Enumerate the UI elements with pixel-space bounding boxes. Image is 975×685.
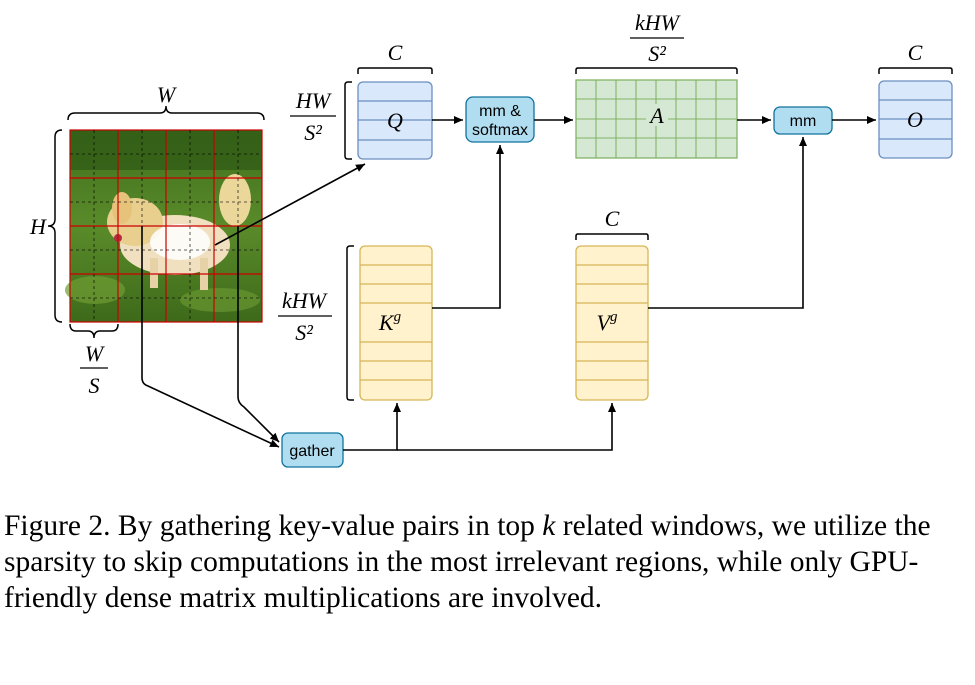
o-matrix: O: [878, 80, 953, 159]
arrows: [141, 116, 876, 451]
gather-op: gather: [281, 432, 344, 468]
mm-op: mm: [773, 106, 833, 135]
o-label: O: [907, 107, 923, 132]
a-cols-num: kHW: [635, 10, 681, 35]
window-brace: [69, 323, 119, 339]
caption-text-before-k: By gathering key-value pairs in top: [117, 510, 535, 542]
caption-text-after-k: related windows, we utilize the sparsity…: [4, 510, 931, 614]
o-channels-label: C: [908, 40, 923, 65]
v-channels-label: C: [605, 206, 620, 231]
window-w-label: W: [85, 341, 105, 366]
a-label: A: [648, 103, 664, 128]
attention-diagram: W H W S Q C HW S² mm & softmax: [29, 10, 953, 468]
q-matrix: Q: [357, 81, 433, 160]
q-rows-den: S²: [304, 120, 322, 145]
height-brace: [47, 129, 63, 323]
width-brace: [67, 105, 265, 121]
mm-softmax-line2: softmax: [472, 122, 528, 139]
input-image: [65, 129, 263, 323]
kv-rows-den: S²: [295, 320, 313, 345]
mm-softmax-op: mm & softmax: [465, 96, 535, 143]
q-label: Q: [387, 108, 403, 133]
figure-caption: Figure 2. By gathering key-value pairs i…: [4, 508, 972, 616]
mm-softmax-line1: mm &: [479, 103, 521, 120]
mm-label: mm: [790, 113, 817, 130]
k-matrix: Kg: [359, 245, 433, 401]
q-channels-label: C: [388, 40, 403, 65]
caption-k: k: [542, 510, 556, 542]
kv-rows-num: kHW: [282, 288, 328, 313]
v-matrix: Vg: [575, 245, 649, 401]
width-label: W: [157, 82, 177, 107]
k-label: Kg: [378, 309, 402, 335]
q-rows-num: HW: [295, 88, 332, 113]
gather-label: gather: [289, 443, 335, 460]
height-label: H: [29, 214, 47, 239]
a-matrix: A: [575, 79, 738, 159]
a-cols-den: S²: [648, 41, 666, 66]
v-label: Vg: [597, 309, 618, 335]
window-s-label: S: [89, 373, 100, 398]
caption-prefix: Figure 2.: [4, 510, 111, 542]
